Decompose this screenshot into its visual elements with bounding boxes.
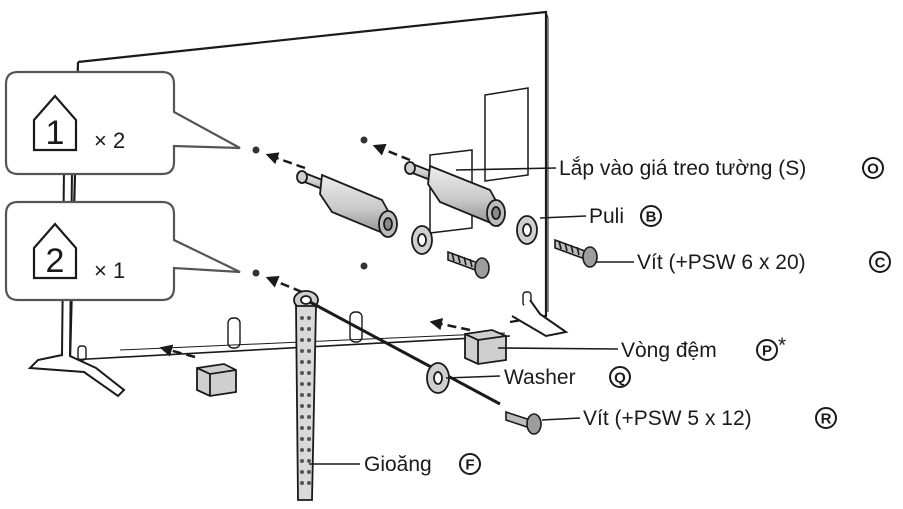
screw-psw-5x12 [505, 410, 542, 435]
strap-hole [300, 470, 304, 474]
label-strap-badge: F [465, 457, 474, 474]
label-screw-c-badge: C [875, 255, 886, 272]
screws-psw-6x20 [447, 238, 598, 279]
label-pulley-badge: B [646, 209, 657, 226]
leader-lines [309, 167, 634, 465]
label-screw-c: Vít (+PSW 6 x 20) C [637, 251, 891, 274]
strap-hole [300, 448, 304, 452]
step-callout-1: 1 × 2 [4, 70, 241, 176]
strap-hole [307, 327, 311, 331]
strap-hole [307, 459, 311, 463]
strap-hole [307, 481, 311, 485]
strap-hole [307, 338, 311, 342]
mounting-holes [252, 136, 368, 277]
strap-hole [307, 470, 311, 474]
label-mount-badge: O [867, 161, 879, 178]
strap-hole [300, 338, 304, 342]
strap-hole [300, 371, 304, 375]
pulley-washers [411, 215, 538, 255]
strap-pin [309, 300, 501, 406]
insertion-arrows [159, 143, 471, 359]
strap-hole [307, 371, 311, 375]
step-2-number: 2 [46, 242, 65, 280]
strap-hole [300, 382, 304, 386]
strap-hole [307, 426, 311, 430]
label-mount-text: Lắp vào giá treo tường (S) [559, 157, 806, 180]
label-strap: Gioăng F [364, 453, 481, 476]
step-callout-2: 2 × 1 [4, 200, 241, 302]
strap-hole [307, 316, 311, 320]
strap-hole [307, 437, 311, 441]
strap-hole [300, 426, 304, 430]
label-mount: Lắp vào giá treo tường (S) O [559, 157, 884, 180]
strap-hole [307, 404, 311, 408]
washer-q [426, 362, 450, 394]
step-2-house-icon [32, 222, 78, 280]
wall-mount-spacer-left [296, 170, 398, 238]
strap-hole [300, 404, 304, 408]
spacer-blocks [196, 329, 507, 397]
strap-hole [300, 327, 304, 331]
label-strap-text: Gioăng [364, 453, 432, 476]
strap-hole [300, 316, 304, 320]
step-2-count: × 1 [94, 258, 125, 283]
label-washer-text: Washer [504, 366, 576, 389]
label-washer-badge: Q [614, 370, 626, 387]
bottom-slots [77, 291, 532, 361]
tv-stand-legs [27, 167, 569, 398]
strap-holes [300, 316, 311, 485]
label-washer: Washer Q [504, 366, 631, 389]
wall-mount-spacer-right [404, 161, 506, 228]
strap-hole [307, 415, 311, 419]
strap-hole [307, 393, 311, 397]
label-spacer-badge: P [762, 343, 772, 360]
strap-hole [307, 360, 311, 364]
strap-hole [300, 459, 304, 463]
step-1-number: 1 [46, 114, 65, 152]
label-screw-c-text: Vít (+PSW 6 x 20) [637, 251, 806, 274]
label-spacer-suffix: * [778, 334, 786, 357]
back-panel-recess [429, 87, 529, 234]
strap-hole [307, 349, 311, 353]
strap-gasket [293, 290, 319, 501]
strap-hole [307, 448, 311, 452]
step-1-count: × 2 [94, 128, 125, 153]
strap-hole [307, 382, 311, 386]
strap-hole [300, 437, 304, 441]
label-screw-r: Vít (+PSW 5 x 12) R [583, 407, 837, 430]
strap-hole [300, 415, 304, 419]
label-spacer-text: Vòng đệm [621, 339, 717, 362]
strap-hole [300, 393, 304, 397]
label-spacer: Vòng đệm P * [621, 334, 786, 362]
label-pulley: Puli B [589, 205, 662, 228]
label-screw-r-text: Vít (+PSW 5 x 12) [583, 407, 752, 430]
strap-hole [300, 481, 304, 485]
strap-hole [300, 349, 304, 353]
label-screw-r-badge: R [821, 411, 832, 428]
step-1-house-icon [32, 94, 78, 152]
label-pulley-text: Puli [589, 205, 624, 228]
strap-hole [300, 360, 304, 364]
